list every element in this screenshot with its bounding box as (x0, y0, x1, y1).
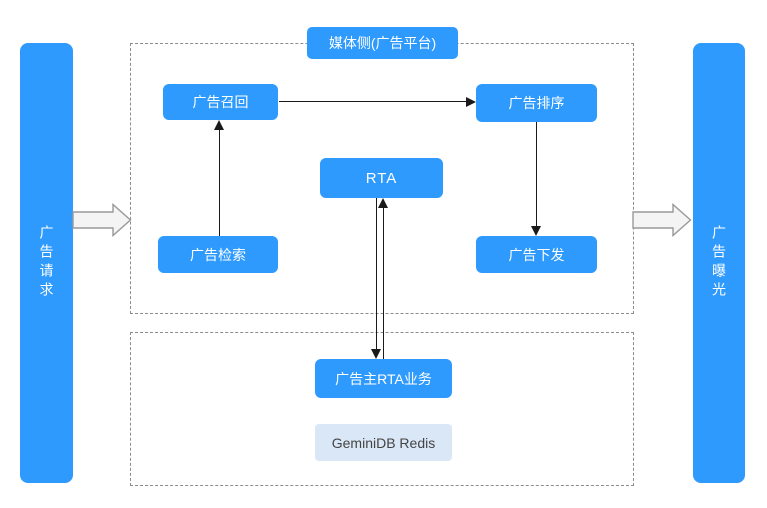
advertiser-section (130, 332, 634, 486)
node-geminidb-redis: GeminiDB Redis (315, 424, 452, 461)
arrow-line (219, 129, 220, 236)
media-platform-title: 媒体侧(广告平台) (307, 27, 458, 59)
arrowhead-down-icon (371, 349, 381, 359)
arrowhead-up-icon (214, 120, 224, 130)
block-arrow-right-icon (632, 203, 692, 237)
ad-request-label: 广告请求 (38, 225, 55, 301)
node-ad-ranking: 广告排序 (476, 84, 597, 122)
node-advertiser-rta-service: 广告主RTA业务 (315, 359, 452, 398)
block-arrow-right-icon (72, 203, 132, 237)
arrow-line (536, 122, 537, 227)
node-ad-delivery: 广告下发 (476, 236, 597, 273)
arrow-line (279, 101, 467, 102)
node-ad-retrieval: 广告检索 (158, 236, 278, 273)
arrowhead-up-icon (378, 198, 388, 208)
arrow-line (383, 207, 384, 359)
ad-request-bar: 广告请求 (20, 43, 73, 483)
ad-exposure-bar: 广告曝光 (693, 43, 745, 483)
node-ad-recall: 广告召回 (163, 84, 278, 120)
ad-exposure-label: 广告曝光 (711, 225, 727, 301)
node-rta: RTA (320, 158, 443, 198)
arrowhead-down-icon (531, 226, 541, 236)
arrowhead-right-icon (466, 97, 476, 107)
arrow-line (376, 198, 377, 350)
